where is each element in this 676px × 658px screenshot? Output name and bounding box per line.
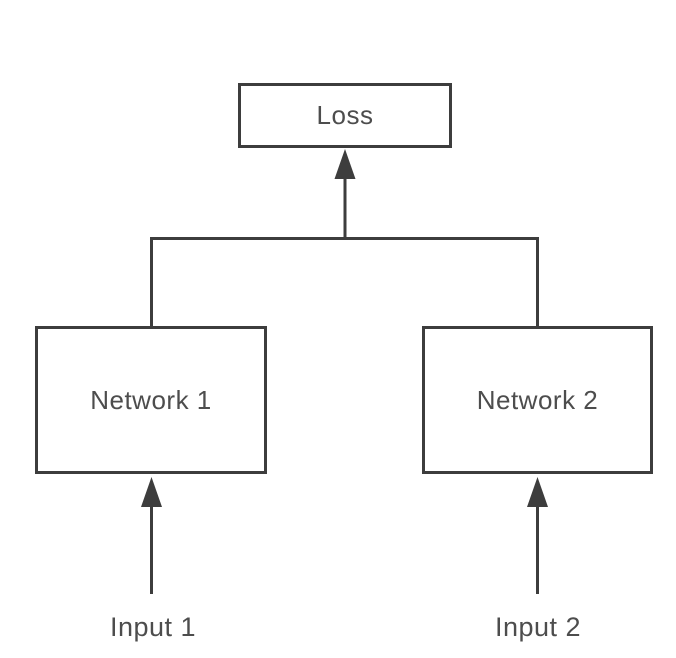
edge-bracket-to-loss-arrow (334, 149, 356, 240)
node-loss: Loss (238, 83, 452, 148)
node-loss-label: Loss (316, 100, 374, 130)
input-1-label: Input 1 (109, 612, 197, 642)
input-2-label: Input 2 (494, 612, 582, 642)
edge-input1-to-network1-arrow (141, 477, 162, 594)
edge-networks-bracket (150, 237, 539, 327)
edge-input2-to-network2-arrow (527, 477, 548, 594)
node-network-2-label: Network 2 (476, 384, 599, 415)
node-network-2: Network 2 (422, 326, 653, 474)
node-network-1: Network 1 (35, 326, 267, 474)
node-network-1-label: Network 1 (90, 384, 212, 415)
